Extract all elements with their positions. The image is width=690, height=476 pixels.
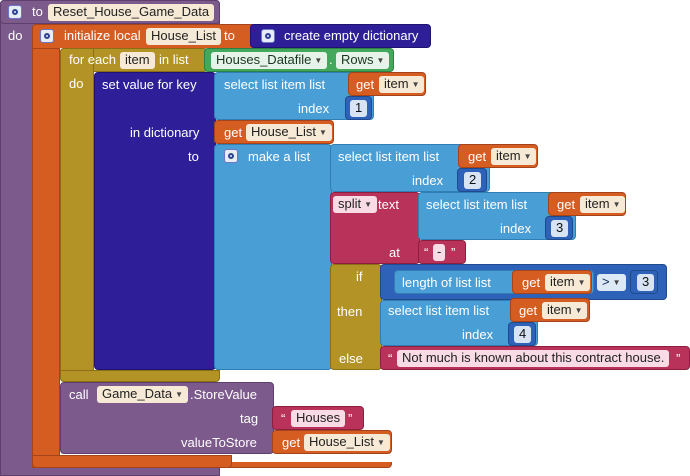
chevron-down-icon: ▼ <box>574 305 583 315</box>
for-each-in-list-label: in list <box>159 52 189 67</box>
select3-index-label: index <box>500 221 532 236</box>
index-2-field[interactable]: 2 <box>464 172 482 189</box>
init-label: initialize local <box>64 28 141 43</box>
get-item-3-label: get <box>557 197 576 212</box>
set-value-block[interactable] <box>94 72 216 370</box>
get-house-list-2-dropdown[interactable]: House_List▼ <box>304 434 390 451</box>
get-item-4-label: get <box>519 303 538 318</box>
chevron-down-icon: ▼ <box>377 437 385 447</box>
init-gear-icon[interactable] <box>40 29 54 43</box>
if-label: if <box>356 269 363 284</box>
get-item-2-label: get <box>468 149 487 164</box>
chevron-down-icon: ▼ <box>612 277 621 287</box>
else-text-field[interactable]: Not much is known about this contract ho… <box>397 350 670 367</box>
datafile-dot: . <box>329 52 333 67</box>
select2-label: select list item list <box>338 149 440 164</box>
for-each-var-field[interactable]: item <box>120 52 155 69</box>
for-each-do-label: do <box>69 76 84 91</box>
tag-open-quote: “ <box>281 411 286 426</box>
create-dictionary-block[interactable] <box>250 24 431 48</box>
chevron-down-icon: ▼ <box>314 55 323 65</box>
get-item-2-dropdown[interactable]: item▼ <box>491 148 537 165</box>
procedure-gear-icon[interactable] <box>8 5 22 19</box>
dictionary-gear-icon[interactable] <box>261 29 275 43</box>
chevron-down-icon: ▼ <box>411 79 420 89</box>
datafile-property-dropdown[interactable]: Rows▼ <box>336 52 390 69</box>
dictionary-label: create empty dictionary <box>284 28 419 43</box>
select1-index-label: index <box>298 101 330 116</box>
length-of-list-label: length of list list <box>402 275 491 290</box>
init-left-rail <box>32 48 60 468</box>
get-item-if-label: get <box>522 275 541 290</box>
get-item-4-dropdown[interactable]: item▼ <box>542 302 588 319</box>
call-value-label: valueToStore <box>181 435 257 450</box>
call-label: call <box>69 387 89 402</box>
datafile-component-dropdown[interactable]: Houses_Datafile▼ <box>211 52 328 69</box>
set-value-label: set value for key <box>102 77 197 92</box>
split-at-label: at <box>389 245 400 260</box>
split-at-value[interactable]: - <box>433 244 446 261</box>
set-value-to-label: to <box>188 149 199 164</box>
get-item-3-dropdown[interactable]: item▼ <box>580 196 626 213</box>
else-label: else <box>339 351 363 366</box>
init-to-label: to <box>224 28 235 43</box>
compare-rhs-field[interactable]: 3 <box>637 274 655 291</box>
index-3-field[interactable]: 3 <box>551 220 569 237</box>
make-a-list-block[interactable] <box>214 144 332 370</box>
select2-index-label: index <box>412 173 444 188</box>
split-text-label: text <box>378 197 399 212</box>
call-method-label: .StoreValue <box>190 387 257 402</box>
call-tag-label: tag <box>240 411 259 426</box>
get-item-if-dropdown[interactable]: item▼ <box>545 274 591 291</box>
get-house-list-2-label: get <box>282 435 301 450</box>
procedure-name-field[interactable]: Reset_House_Game_Data <box>48 4 215 21</box>
else-open-quote: “ <box>388 351 393 366</box>
get-item-1-label: get <box>356 77 375 92</box>
make-list-label: make a list <box>248 149 311 164</box>
init-var-name-field[interactable]: House_List <box>146 28 222 45</box>
else-close-quote: ” <box>676 351 681 366</box>
select4-index-label: index <box>462 327 494 342</box>
index-4-field[interactable]: 4 <box>514 326 532 343</box>
for-each-bottom <box>60 370 220 382</box>
then-label: then <box>337 304 363 319</box>
call-component-dropdown[interactable]: Game_Data▼ <box>97 386 189 403</box>
if-then-else-block[interactable] <box>330 264 382 370</box>
for-each-rail <box>60 48 94 382</box>
procedure-do-label: do <box>8 28 23 43</box>
init-bottom-rail <box>32 455 232 468</box>
chevron-down-icon: ▼ <box>175 389 184 399</box>
tag-text-field[interactable]: Houses <box>291 410 346 427</box>
make-list-gear-icon[interactable] <box>224 149 238 163</box>
select1-label: select list item list <box>224 77 326 92</box>
select4-label: select list item list <box>388 303 490 318</box>
split-op-dropdown[interactable]: split▼ <box>333 196 378 213</box>
chevron-down-icon: ▼ <box>577 277 586 287</box>
for-each-label: for each <box>69 52 116 67</box>
get-house-list-1-label: get <box>224 125 243 140</box>
chevron-down-icon: ▼ <box>612 199 621 209</box>
select3-label: select list item list <box>426 197 528 212</box>
compare-op-dropdown[interactable]: >▼ <box>597 274 626 291</box>
open-quote: “ <box>424 245 429 260</box>
chevron-down-icon: ▼ <box>364 199 373 209</box>
procedure-to-label: to <box>32 4 43 19</box>
get-item-1-dropdown[interactable]: item▼ <box>379 76 425 93</box>
chevron-down-icon: ▼ <box>319 127 327 137</box>
in-dictionary-label: in dictionary <box>130 125 200 140</box>
chevron-down-icon: ▼ <box>376 55 385 65</box>
index-1-field[interactable]: 1 <box>350 100 368 117</box>
tag-close-quote: ” <box>348 411 353 426</box>
chevron-down-icon: ▼ <box>523 151 532 161</box>
close-quote: ” <box>451 245 456 260</box>
get-house-list-1-dropdown[interactable]: House_List▼ <box>246 124 332 141</box>
